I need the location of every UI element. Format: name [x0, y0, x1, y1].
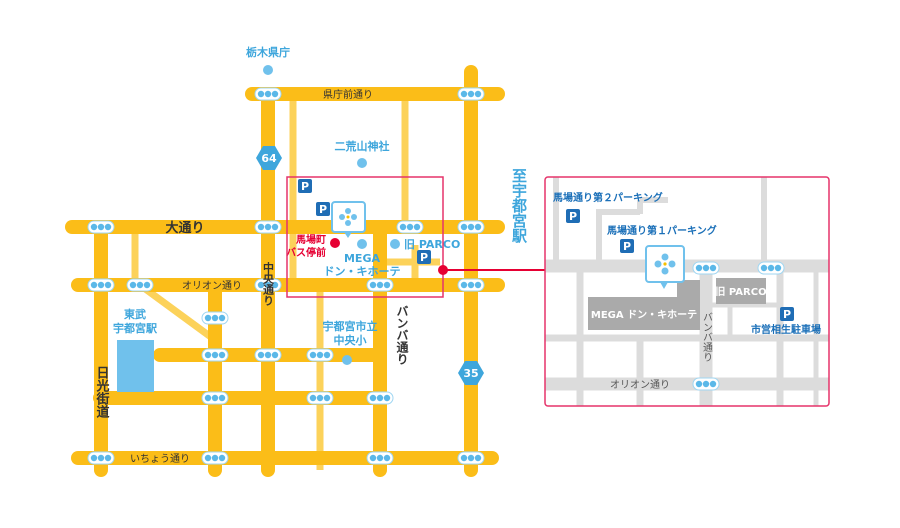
inset-label-donki: MEGA ドン・キホーテ — [591, 309, 697, 321]
svg-text:P: P — [623, 240, 631, 253]
label-icho-road: いちょう通り — [130, 453, 190, 465]
label-tobu-1: 東武 — [124, 307, 146, 321]
landmark-dot — [357, 239, 367, 249]
label-school-1: 宇都宮市立 — [323, 319, 378, 333]
direction-label: 至宇都宮駅 — [510, 168, 528, 244]
label-futarasan: 二荒山神社 — [335, 139, 390, 153]
inset-store-pin-icon — [645, 245, 685, 289]
inset-frame — [544, 176, 830, 407]
inset-label-parco: 旧 PARCO — [715, 286, 766, 298]
label-donki: ドン・キホーテ — [324, 265, 401, 278]
inset-label-parking2: 馬場通り第２パーキング — [553, 191, 663, 204]
parking-icon: P — [620, 239, 634, 253]
inset-label-parking1: 馬場通り第１パーキング — [607, 224, 717, 237]
label-kenchomae-road: 県庁前通り — [323, 88, 373, 101]
minor-roads — [131, 94, 440, 470]
svg-text:P: P — [783, 308, 791, 321]
bus-stop-marker — [330, 238, 340, 248]
landmark-dot — [357, 158, 367, 168]
route-35-badge: 35 — [458, 361, 484, 385]
parking-icon: P — [298, 179, 312, 193]
label-bus-stop-1: 馬場町 — [296, 233, 326, 246]
parking-icon: P — [417, 250, 431, 264]
label-chuo-road: 中央通り — [262, 261, 275, 306]
zoom-area-frame — [286, 176, 444, 298]
tobu-station-building — [117, 340, 154, 392]
svg-text:64: 64 — [261, 152, 277, 165]
landmark-dot — [390, 239, 400, 249]
parking-icon: P — [566, 209, 580, 223]
svg-text:P: P — [420, 251, 428, 264]
label-tochigi-pref: 栃木県庁 — [246, 45, 290, 59]
parking-icon: P — [780, 307, 794, 321]
label-old-parco: 旧 PARCO — [404, 238, 460, 251]
donki-building — [588, 297, 700, 330]
route-64-badge: 64 — [256, 146, 282, 170]
landmark-dot — [342, 355, 352, 365]
inset-map: MEGA ドン・キホーテ 旧 PARCO 馬場通り第２パーキング P 馬場通り第… — [544, 176, 830, 407]
svg-text:P: P — [569, 210, 577, 223]
label-orion-road: オリオン通り — [182, 280, 242, 292]
label-nikko-road: 日光街道 — [94, 366, 111, 419]
label-mega: MEGA — [344, 252, 380, 265]
label-banba-road: バンバ通り — [395, 305, 409, 365]
inset-label-orion: オリオン通り — [610, 379, 670, 391]
parco-building — [716, 278, 766, 304]
svg-text:P: P — [301, 180, 309, 193]
callout-dot — [438, 265, 448, 275]
svg-text:35: 35 — [463, 367, 478, 380]
inset-label-city-parking: 市営相生駐車場 — [751, 323, 821, 336]
label-bus-stop-2: バス停前 — [286, 246, 326, 259]
traffic-signal-icons — [87, 87, 485, 465]
label-odori: 大通り — [165, 220, 204, 236]
landmark-dot — [263, 65, 273, 75]
label-school-2: 中央小 — [334, 333, 367, 347]
parking-icon: P — [316, 202, 330, 216]
svg-text:P: P — [319, 203, 327, 216]
label-tobu-2: 宇都宮駅 — [113, 321, 157, 335]
store-location-pin-icon — [331, 201, 366, 238]
inset-label-banba: バンバ通り — [701, 312, 713, 362]
